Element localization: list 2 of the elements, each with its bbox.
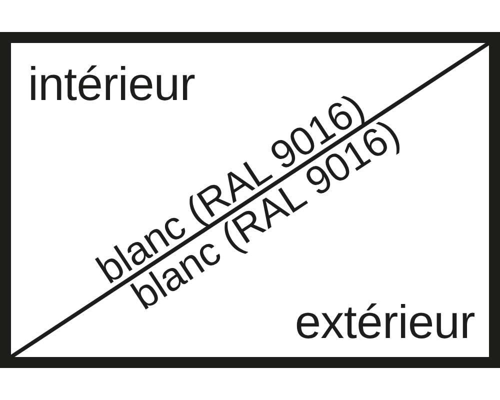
side-label: extérieur <box>294 298 475 345</box>
side-label: intérieur <box>28 60 196 107</box>
